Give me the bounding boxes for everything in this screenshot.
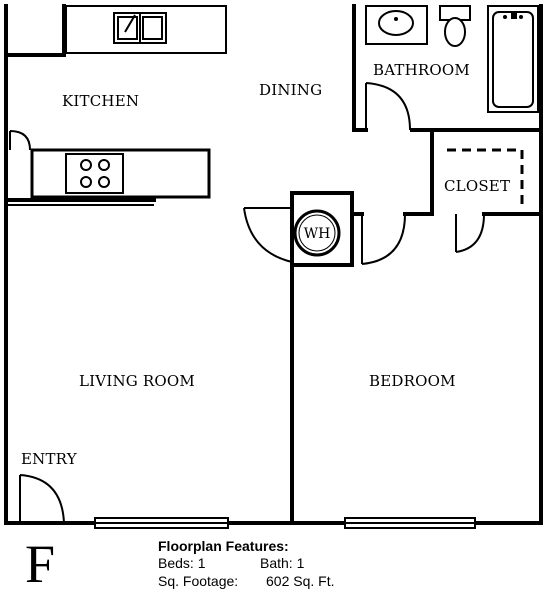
sqft-label: Sq. Footage: bbox=[158, 573, 238, 589]
kitchen-label: KITCHEN bbox=[62, 92, 139, 110]
interior-walls bbox=[290, 4, 543, 525]
water-heater-label: WH bbox=[304, 226, 331, 242]
plan-letter: F bbox=[25, 534, 55, 594]
bath-count: Bath: 1 bbox=[260, 555, 305, 571]
entry-label: ENTRY bbox=[21, 450, 78, 468]
doors bbox=[19, 82, 485, 524]
dining-label: DINING bbox=[259, 81, 322, 99]
living-room-label: LIVING ROOM bbox=[79, 372, 195, 390]
kitchen-stove-counter bbox=[4, 130, 211, 206]
features-title: Floorplan Features: bbox=[158, 538, 289, 554]
bathroom-fixtures bbox=[365, 5, 539, 113]
windows bbox=[94, 517, 476, 529]
sqft-value: 602 Sq. Ft. bbox=[266, 573, 334, 589]
kitchen-upper-counter bbox=[65, 5, 227, 54]
closet-shelf bbox=[447, 148, 524, 210]
bedroom-label: BEDROOM bbox=[369, 372, 456, 390]
water-heater: WH bbox=[293, 209, 341, 257]
closet-label: CLOSET bbox=[444, 177, 510, 195]
bathroom-label: BATHROOM bbox=[373, 61, 470, 79]
beds-count: Beds: 1 bbox=[158, 555, 206, 571]
